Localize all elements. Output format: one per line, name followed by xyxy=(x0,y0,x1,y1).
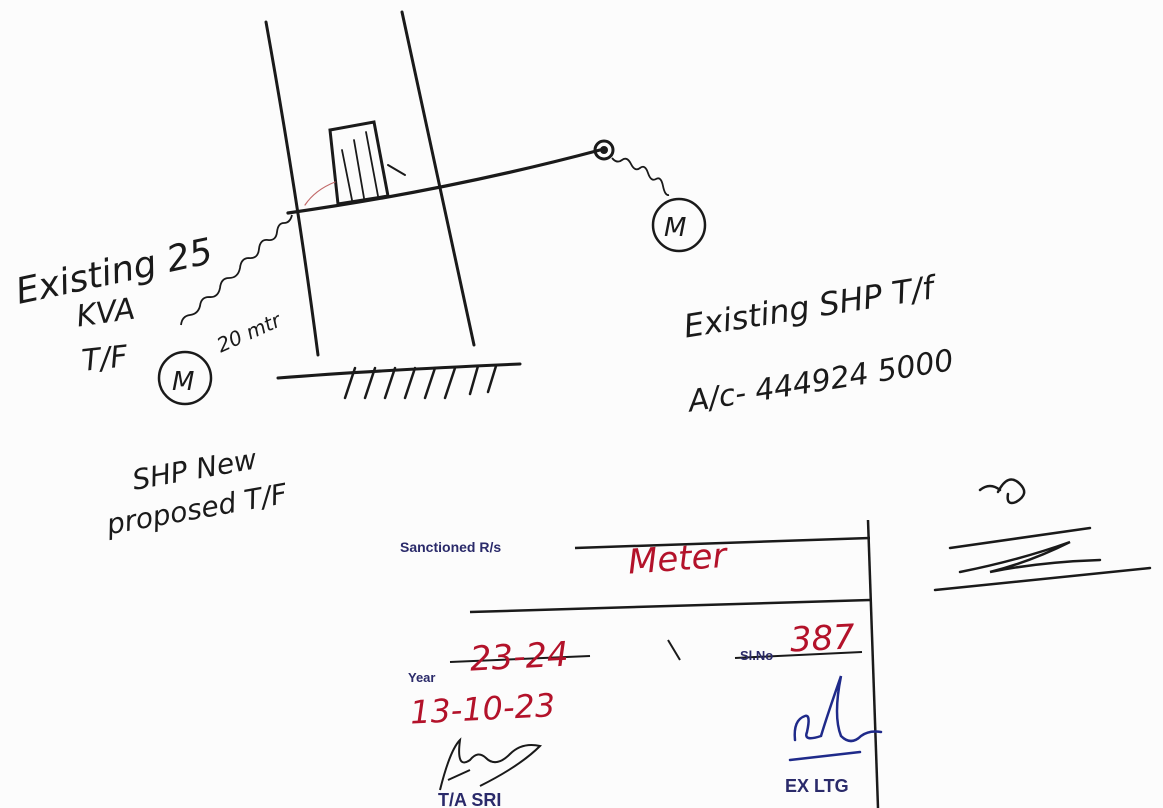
meter-left-label: M xyxy=(172,367,194,397)
right-label: Existing SHP T/f xyxy=(681,268,941,346)
sanctioned-value: Meter xyxy=(627,536,730,583)
sl-value: 387 xyxy=(789,617,856,660)
right-sign-caption: EX LTG xyxy=(785,776,849,796)
year-caption: Year xyxy=(408,670,435,685)
meter-right-label: M xyxy=(664,213,686,243)
left-label-line-3: T/F xyxy=(80,339,130,379)
stamp: Sanctioned R/s Meter Year 23-24 13-10-23… xyxy=(400,519,883,808)
right-signature xyxy=(788,675,883,762)
new-label-line-2: proposed T/F xyxy=(103,477,290,542)
left-signature xyxy=(439,737,542,791)
meter-left-icon: M xyxy=(157,350,213,406)
account-label: A/c- 444924 5000 xyxy=(684,343,956,420)
right-signature-scribble xyxy=(933,478,1152,592)
distance-label: 20 mtr xyxy=(213,307,286,357)
meter-right-icon: M xyxy=(651,197,707,253)
sanctioned-caption: Sanctioned R/s xyxy=(400,539,501,555)
pole-icon xyxy=(593,139,615,161)
year-value: 23-24 xyxy=(469,634,570,679)
left-label-line-2: KVA xyxy=(74,292,137,335)
structure xyxy=(264,10,602,400)
left-sign-caption: T/A SRI xyxy=(438,790,501,808)
service-wires xyxy=(180,157,670,326)
sl-caption: Sl.No xyxy=(740,648,773,663)
date-value: 13-10-23 xyxy=(409,686,556,732)
